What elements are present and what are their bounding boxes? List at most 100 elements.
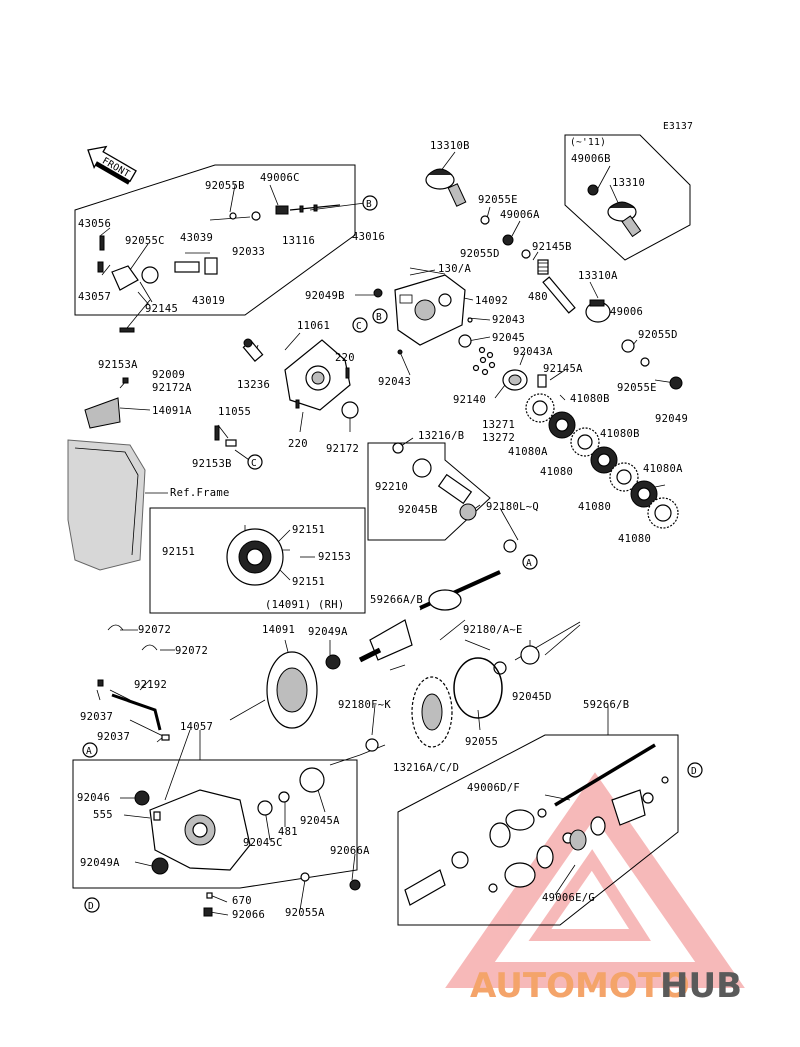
- label-92172: 92172: [326, 443, 359, 455]
- label-92043-2: 92043: [378, 376, 411, 388]
- label-49006c: 49006C: [260, 172, 300, 184]
- label-92055d-2: 92055D: [638, 329, 678, 341]
- axle-59266: [404, 743, 656, 906]
- pin-555: [153, 811, 161, 821]
- circlip-92180f: [365, 738, 379, 752]
- callout-c-left: C: [247, 454, 263, 470]
- clamp-92037: [97, 679, 104, 687]
- pin-220-2: [295, 399, 300, 409]
- label-41080a: 41080A: [508, 446, 548, 458]
- label-92153b: 92153B: [192, 458, 232, 470]
- shaft-13236: [242, 338, 264, 362]
- seal-92049a: [325, 654, 341, 670]
- label-13216a: 13216A/C/D: [393, 762, 459, 774]
- bearing-92045a: [299, 767, 325, 793]
- label-13236: 13236: [237, 379, 270, 391]
- label-49006b: 49006B: [571, 153, 611, 165]
- bearing-92045c: [257, 800, 273, 816]
- axle-group-box: [397, 734, 679, 926]
- label-220: 220: [335, 352, 355, 364]
- label-49006: 49006: [610, 306, 643, 318]
- label-41080b-2: 41080B: [600, 428, 640, 440]
- label-13216b: 13216/B: [418, 430, 464, 442]
- label-92049a-2: 92049A: [80, 857, 120, 869]
- label-481: 481: [278, 826, 298, 838]
- gearcase-group-box: [72, 759, 358, 889]
- part-labels: 13310B 92055E 49006A 92055D 92145B 13310…: [77, 140, 688, 921]
- ring-gear-13216a: [411, 676, 453, 748]
- svg-text:C: C: [356, 321, 362, 332]
- plug-92066a: [349, 879, 361, 891]
- shift-actuator: [97, 204, 341, 303]
- label-ref-frame: Ref.Frame: [170, 487, 230, 499]
- hose-92192: [111, 693, 162, 731]
- label-11061: 11061: [297, 320, 330, 332]
- callout-d-left: D: [84, 897, 100, 913]
- driveshaft-59266a: [358, 570, 501, 663]
- bolt-11055: [214, 425, 237, 447]
- label-92037: 92037: [80, 711, 113, 723]
- plug-92009: [122, 377, 129, 384]
- pinion-13216: [437, 473, 477, 521]
- diff-case-14092: [394, 274, 466, 346]
- seal-49006b: [587, 184, 599, 196]
- label-92072: 92072: [138, 624, 171, 636]
- clutch-13271: [502, 369, 528, 391]
- label-41080b: 41080B: [570, 393, 610, 405]
- label-92072-2: 92072: [175, 645, 208, 657]
- svg-text:C: C: [251, 458, 257, 469]
- label-92151-2: 92151: [162, 546, 195, 558]
- spring-92145a: [537, 374, 547, 388]
- label-41080: 41080: [540, 466, 573, 478]
- gear-case-14091: [266, 651, 318, 729]
- label-13271: 13271: [482, 419, 515, 431]
- oring-92055d-2: [640, 357, 650, 367]
- watermark-part1: AUTOMOTO: [470, 966, 690, 1006]
- seal-92049b: [373, 288, 383, 298]
- label-43039: 43039: [180, 232, 213, 244]
- bolt-130a: [409, 267, 446, 275]
- label-41080-3: 41080: [618, 533, 651, 545]
- label-13272: 13272: [482, 432, 515, 444]
- label-92009: 92009: [152, 369, 185, 381]
- seal-49006: [621, 339, 635, 353]
- label-92055b: 92055B: [205, 180, 245, 192]
- rh-gear-cover: [226, 528, 284, 586]
- seal-92049a-2: [151, 857, 169, 875]
- label-92049b: 92049B: [305, 290, 345, 302]
- rh-inset-box: [149, 507, 366, 614]
- pin-92043: [467, 317, 473, 323]
- label-92055a: 92055A: [285, 907, 325, 919]
- label-13310: 13310: [612, 177, 645, 189]
- svg-text:A: A: [86, 746, 92, 757]
- seal-92049: [669, 376, 683, 390]
- label-92153: 92153: [318, 551, 351, 563]
- label-41080-2: 41080: [578, 501, 611, 513]
- bearing-92045: [458, 334, 472, 348]
- callout-b-top: B: [362, 195, 378, 211]
- label-49006d: 49006D/F: [467, 782, 520, 794]
- callout-a-left: A: [82, 742, 98, 758]
- label-43057: 43057: [78, 291, 111, 303]
- bracket-14091a: [84, 397, 121, 429]
- callout-c-mid: C: [352, 317, 368, 333]
- label-92049a: 92049A: [308, 626, 348, 638]
- circlip-92180l: [503, 539, 517, 553]
- label-14091a: 14091A: [152, 405, 192, 417]
- cover-11061: [284, 339, 351, 411]
- label-92045d: 92045D: [512, 691, 552, 703]
- label-92153a: 92153A: [98, 359, 138, 371]
- label-92210: 92210: [375, 481, 408, 493]
- label-92180a: 92180/A~E: [463, 624, 523, 636]
- bearing-92210: [392, 442, 404, 454]
- shaft-480: [542, 276, 576, 314]
- seal-92172: [341, 401, 359, 419]
- svg-text:B: B: [376, 312, 382, 323]
- label-670: 670: [232, 895, 252, 907]
- label-220-2: 220: [288, 438, 308, 450]
- yoke-13310: [607, 201, 642, 238]
- callout-a-right: A: [522, 554, 538, 570]
- yoke-13310a: [585, 299, 611, 323]
- label-59266b: 59266/B: [583, 699, 629, 711]
